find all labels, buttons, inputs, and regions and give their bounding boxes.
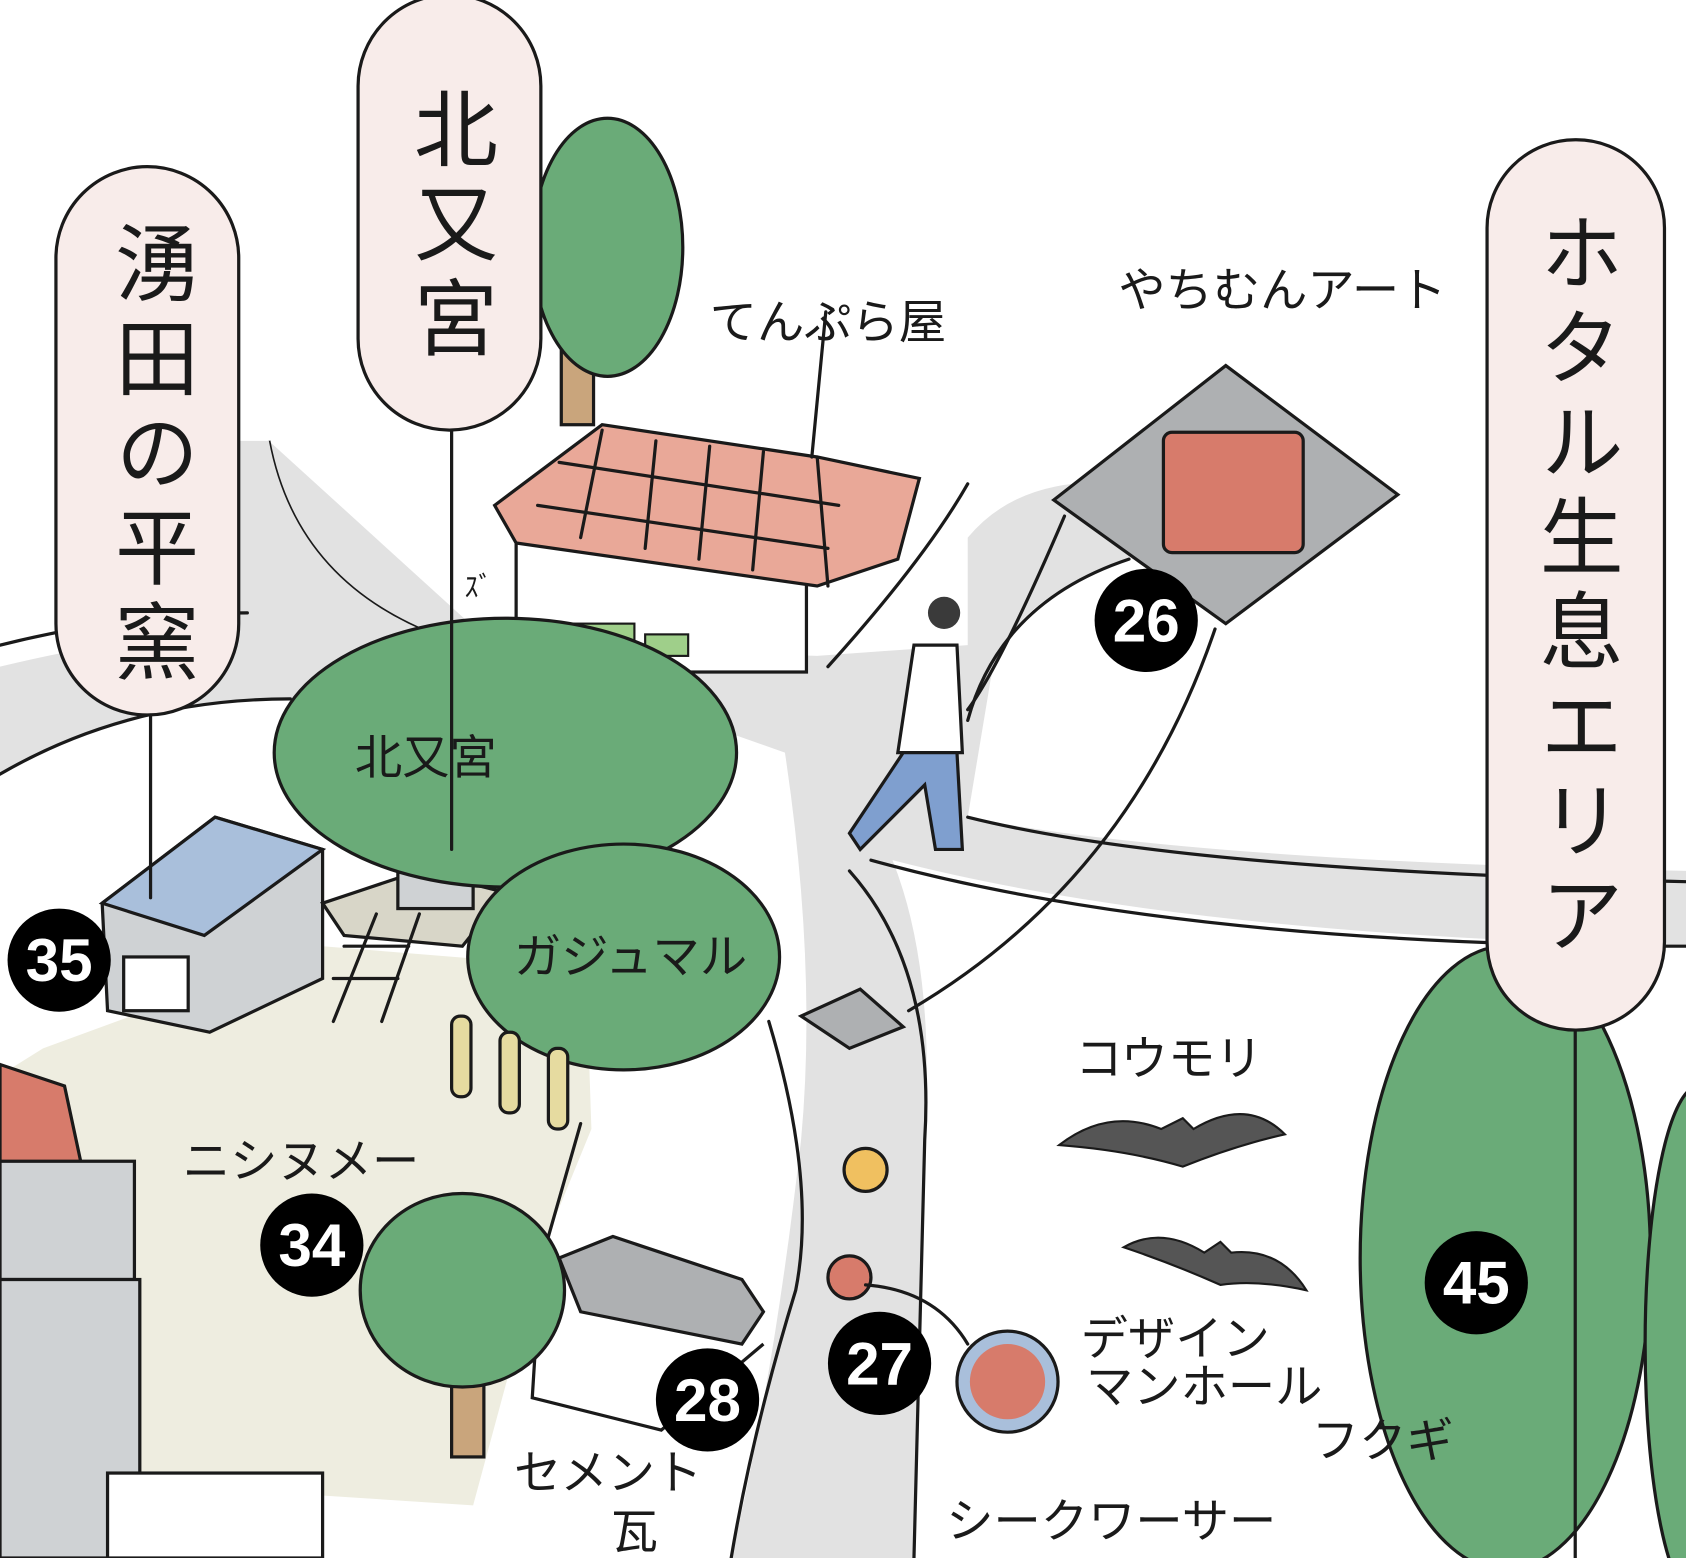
tempura-shop [492,310,922,674]
bubble-firefly-label: ホタル生息エリア [1526,210,1624,967]
marker-34[interactable]: 34 [260,1193,364,1297]
svg-text:45: 45 [1443,1249,1510,1317]
yellow-marker-dot [842,1146,889,1193]
label-tempura: てんぷら屋 [710,296,946,351]
svg-text:27: 27 [846,1329,913,1397]
label-fukugi: フクギ [1312,1414,1454,1469]
walking-person [847,596,965,852]
svg-text:34: 34 [278,1211,345,1279]
wakuta-kiln-building [98,815,327,1034]
svg-text:26: 26 [1113,586,1180,654]
marker-28[interactable]: 28 [655,1348,760,1452]
label-manhole-1: デザイン [1081,1312,1270,1367]
red-marker-dot [826,1254,873,1301]
label-nishinume: ニシヌメー [183,1134,419,1189]
bubble-kitamata-label: 北又宮 [400,86,498,370]
label-cement-2: 瓦 [611,1505,658,1558]
left-houses [0,1062,325,1558]
label-yachimun: やちむんアート [1118,263,1446,318]
svg-text:28: 28 [674,1366,741,1434]
label-manhole-2: マンホール [1086,1360,1322,1415]
label-cement-1: セメント [514,1446,702,1501]
bubble-firefly: ホタル生息エリア [1485,138,1667,1558]
marker-45[interactable]: 45 [1424,1231,1528,1335]
marker-26[interactable]: 26 [1094,568,1198,673]
bat-icons [1056,1113,1309,1292]
bollards [450,1014,570,1131]
bubble-wakuta: 湧田の平窯 [54,165,241,900]
marker-35[interactable]: 35 [7,908,111,1012]
label-shikuwasa: シークワーサー [946,1495,1276,1550]
yachimun-art [797,363,1401,1051]
label-shrine-tree: 北又宮 [355,731,497,786]
marker-27[interactable]: 27 [827,1311,932,1415]
bubble-wakuta-label: 湧田の平窯 [102,220,200,693]
bubble-kitamata: 北又宮 [356,0,543,852]
vending-sign: ｽﾞ [465,571,493,604]
label-gajumaru: ガジュマル [514,930,747,985]
label-bats: コウモリ [1075,1032,1262,1087]
svg-text:35: 35 [26,926,93,994]
